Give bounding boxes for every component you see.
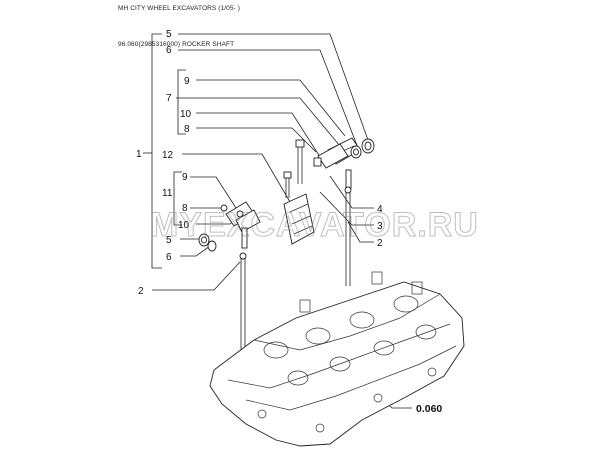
callout-6-top: 6 bbox=[166, 45, 172, 56]
lower-rocker-assembly bbox=[198, 201, 261, 372]
callout-8-lower: 8 bbox=[182, 203, 188, 214]
cylinder-head bbox=[209, 271, 465, 447]
callout-5-lower: 5 bbox=[166, 235, 172, 246]
upper-rocker-assembly bbox=[295, 137, 375, 286]
callout-9-lower: 9 bbox=[182, 172, 188, 183]
reference-0-060: 0.060 bbox=[416, 403, 442, 415]
callout-4: 4 bbox=[377, 204, 383, 215]
callout-11: 11 bbox=[162, 188, 173, 199]
callout-3: 3 bbox=[377, 221, 383, 232]
callout-labels: 5 6 9 7 10 8 1 12 9 11 8 10 5 6 2 4 3 2 … bbox=[136, 29, 442, 415]
callout-2-left: 2 bbox=[138, 286, 144, 297]
callout-8-top: 8 bbox=[184, 124, 190, 135]
leader-lines bbox=[143, 33, 412, 409]
callout-1: 1 bbox=[136, 149, 142, 160]
callout-12: 12 bbox=[162, 150, 174, 161]
callout-7: 7 bbox=[166, 93, 172, 104]
callout-2-right: 2 bbox=[377, 238, 383, 249]
callout-10-lower: 10 bbox=[178, 220, 190, 231]
callout-6-lower: 6 bbox=[166, 252, 172, 263]
callout-9-top: 9 bbox=[184, 76, 190, 87]
watermark: MYEXCAVATOR.RU bbox=[150, 206, 479, 244]
callout-10-top: 10 bbox=[180, 109, 192, 120]
rocker-support-block bbox=[283, 171, 315, 245]
callout-5-top: 5 bbox=[166, 29, 172, 40]
header-subtitle: 96.060(2985316000) ROCKER SHAFT bbox=[118, 41, 235, 48]
header-title: MH CITY WHEEL EXCAVATORS (1/05- ) bbox=[118, 5, 241, 12]
